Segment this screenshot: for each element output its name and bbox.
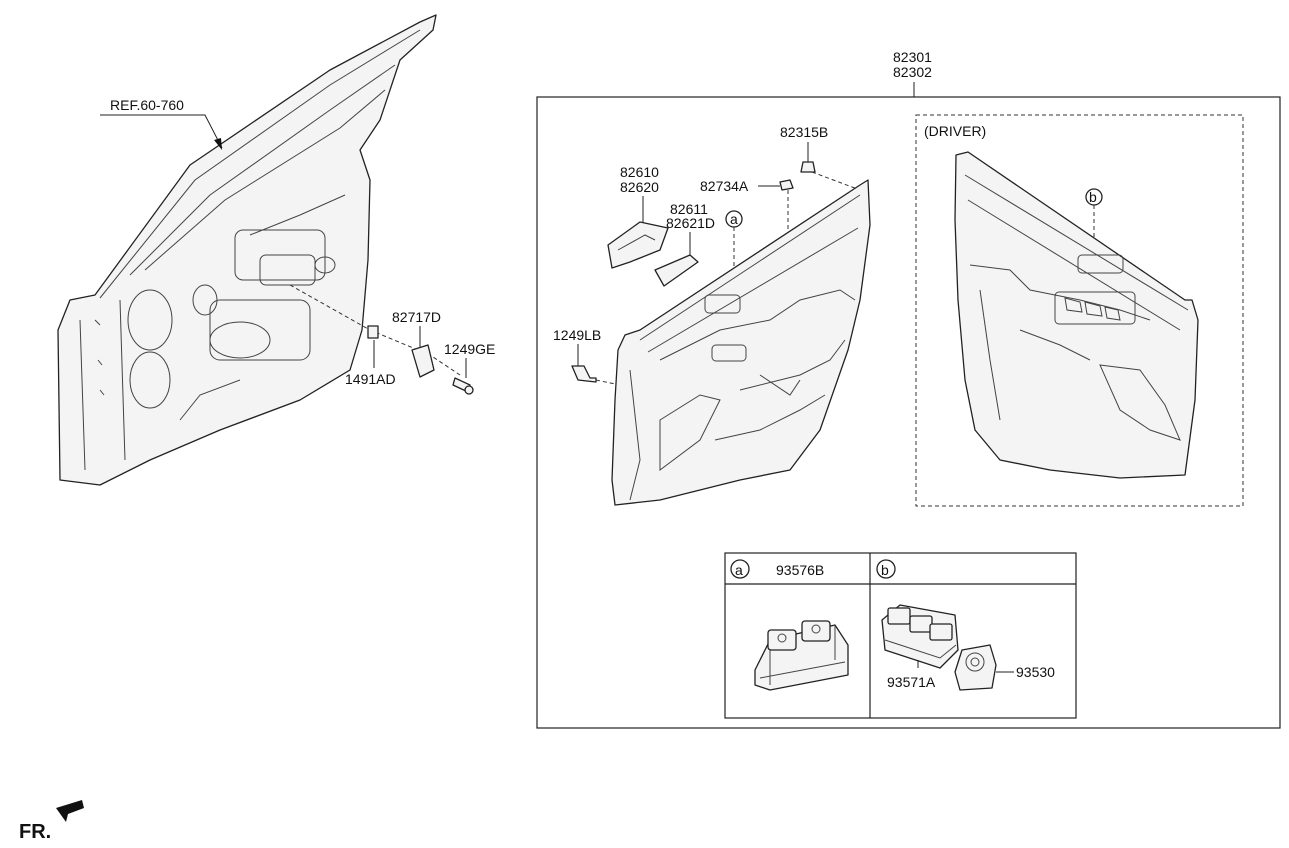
switch-a-drawing xyxy=(754,620,849,691)
handle-label-1: 82610 xyxy=(620,164,659,180)
handle-label-2: 82620 xyxy=(620,179,659,195)
nut-label: 1491AD xyxy=(345,371,396,387)
trim-label-1: 82301 xyxy=(893,49,932,65)
callout-b-main: b xyxy=(1089,189,1097,205)
front-direction-icon xyxy=(56,800,84,822)
switch-mirror-drawing xyxy=(954,644,997,691)
handle-part xyxy=(607,221,669,269)
switch-main-drawing xyxy=(881,604,959,669)
driver-label: (DRIVER) xyxy=(924,123,986,139)
front-label: FR. xyxy=(19,821,51,843)
arrow-icon xyxy=(214,138,222,150)
legend-callout-a: a xyxy=(735,562,743,578)
door-panel-drawing xyxy=(57,14,437,486)
legend-callout-b: b xyxy=(881,562,889,578)
driver-box xyxy=(915,114,1244,507)
bracket-label: 82717D xyxy=(392,309,441,325)
cover-label: 82734A xyxy=(700,178,749,194)
switch-mirror-label: 93530 xyxy=(1016,664,1055,680)
screw-part xyxy=(571,365,597,383)
circle-callout-icon xyxy=(876,559,896,579)
switch-a-label: 93576B xyxy=(776,562,824,578)
ref-label: REF.60-760 xyxy=(110,97,184,113)
circle-callout-icon xyxy=(730,559,750,579)
ref-underline xyxy=(100,114,223,149)
trim-label-2: 82302 xyxy=(893,64,932,80)
bezel-label-1: 82611 xyxy=(670,201,708,217)
cover-part xyxy=(779,179,794,191)
callout-a-main: a xyxy=(730,211,738,227)
clip-label: 82315B xyxy=(780,124,828,140)
clip-part xyxy=(800,161,816,173)
trim-panel-drawing xyxy=(611,179,871,506)
driver-panel-drawing xyxy=(954,151,1199,479)
bezel-label-2: 82621D xyxy=(666,215,715,231)
switch-main-label: 93571A xyxy=(887,674,936,690)
trim-assembly-frame xyxy=(536,96,1281,729)
bezel-part xyxy=(654,254,699,287)
bolt-label: 1249GE xyxy=(444,341,495,357)
bracket-hardware xyxy=(289,284,474,395)
screw-label: 1249LB xyxy=(553,327,601,343)
legend-table xyxy=(724,552,1077,719)
